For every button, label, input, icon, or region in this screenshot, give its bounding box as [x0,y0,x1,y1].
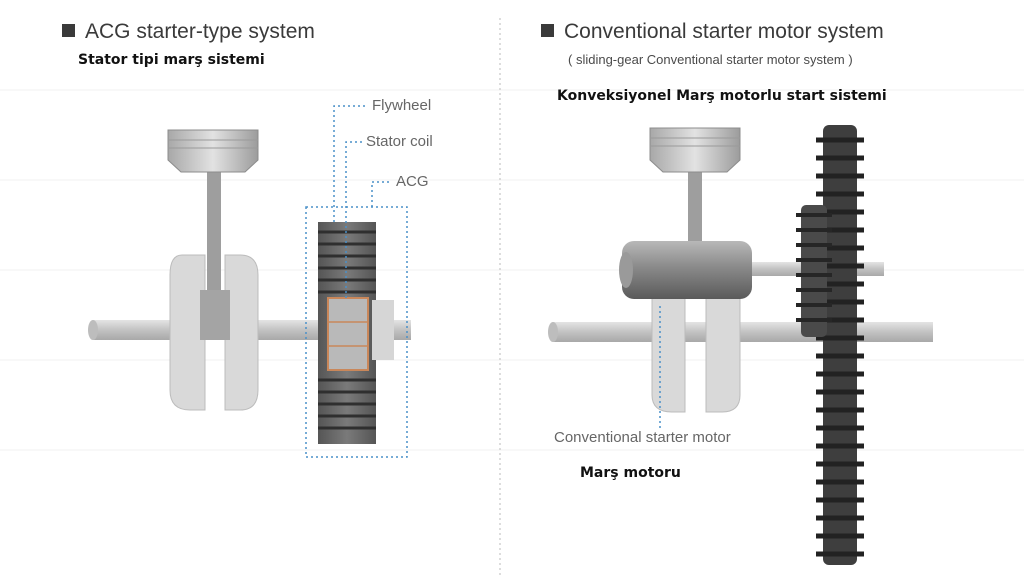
crankshaft-right [553,322,933,342]
connecting-rod-left [207,160,221,300]
stator-coil-leader [345,141,362,298]
starter-motor-label: Conventional starter motor [554,429,731,446]
flywheel-label: Flywheel [372,97,432,114]
conventional-translation: Konveksiyonel Marş motorlu start sistemi [557,88,887,104]
piston-left [167,129,259,173]
acg-label: ACG [396,173,429,190]
conventional-subtitle: ( sliding-gear Conventional starter moto… [568,52,853,67]
crank-web-left-2 [224,254,259,411]
pinion-gear [801,205,827,337]
conventional-assembly [548,125,933,565]
acg-title: ACG starter-type system [62,20,315,44]
conventional-title: Conventional starter motor system [541,20,884,44]
acg-assembly [88,105,411,458]
stator-coil-label: Stator coil [366,133,433,150]
ring-gear [823,125,857,565]
acg-translation: Stator tipi marş sistemi [78,52,265,68]
starter-motor [622,241,752,299]
piston-right [649,127,741,173]
conventional-title-text: Conventional starter motor system [564,20,884,43]
title-square-icon [62,24,75,37]
starter-motor-translation: Marş motoru [580,465,681,481]
acg-leader [371,181,390,207]
flywheel-leader [333,105,366,222]
acg-callout-box [305,206,408,458]
crank-web-left-1 [169,254,206,411]
stator-coil [327,297,369,371]
acg-title-text: ACG starter-type system [85,20,315,43]
title-square-icon [541,24,554,37]
